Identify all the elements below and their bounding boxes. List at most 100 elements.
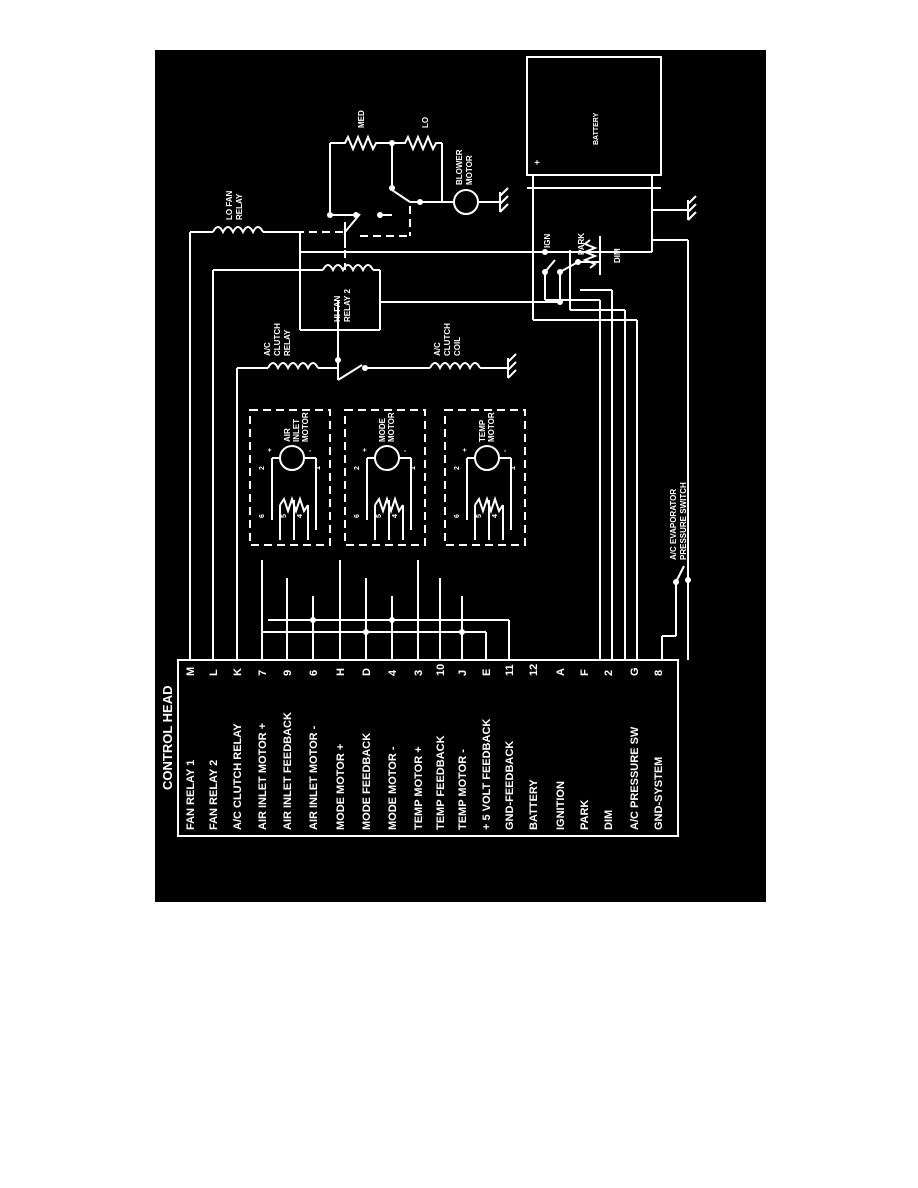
terminal-label: 4 — [392, 514, 399, 518]
terminal-label: 5 — [281, 514, 288, 518]
terminal-label: 5 — [476, 514, 483, 518]
pin-label: H — [335, 668, 347, 676]
pin-label: E — [481, 669, 493, 676]
row-label: + 5 VOLT FEEDBACK — [481, 719, 493, 830]
control-head-row: GND-SYSTEM 8 — [653, 670, 665, 830]
ac-evaporator-pressure-switch: A/C EVAPORATOR PRESSURE SWITCH — [661, 482, 691, 660]
control-head-row: A/C CLUTCH RELAY K — [232, 668, 244, 830]
control-head-row: MODE MOTOR + H — [335, 668, 347, 830]
terminal-label: - — [402, 449, 409, 452]
row-label: GND-FEEDBACK — [504, 741, 516, 830]
control-head-row: IGNITION A — [555, 668, 567, 830]
terminal-label: 1 — [510, 466, 517, 470]
row-label: FAN RELAY 1 — [185, 760, 197, 830]
terminal-label: 2 — [259, 466, 266, 470]
control-head-row: TEMP MOTOR - J — [457, 670, 469, 830]
terminal-label: - — [307, 449, 314, 452]
terminal-label: 6 — [354, 514, 361, 518]
motor-label: MODEMOTOR — [378, 412, 396, 442]
control-head-row: AIR INLET MOTOR + 7 — [257, 670, 269, 830]
row-label: A/C PRESSURE SW — [629, 726, 641, 830]
pin-label: K — [232, 668, 244, 676]
pin-label: 6 — [308, 670, 320, 676]
control-head-row: MODE MOTOR -4 — [387, 669, 399, 830]
pin-label: D — [361, 668, 373, 676]
terminal-label: + — [267, 448, 274, 452]
battery: BATTERY + — [526, 56, 662, 189]
terminal-label: - — [502, 449, 509, 452]
row-label: MODE MOTOR + — [335, 744, 347, 830]
pin-label: 4 — [387, 669, 399, 676]
terminal-label: 2 — [354, 466, 361, 470]
row-label: AIR INLET FEEDBACK — [282, 712, 294, 830]
lo-label: LO — [421, 117, 430, 128]
control-head-row: TEMP FEEDBACK 10 — [435, 664, 447, 830]
control-head-row: AIR INLET MOTOR -6 — [308, 670, 320, 830]
row-label: GND-SYSTEM — [653, 757, 665, 830]
ign-label: IGN — [543, 234, 552, 248]
motor-label: AIRINLETMOTOR — [283, 412, 310, 442]
pin-label: G — [629, 667, 641, 676]
pin-label: 12 — [528, 664, 540, 676]
terminal-label: + — [362, 448, 369, 452]
row-label: MODE FEEDBACK — [361, 733, 373, 830]
terminal-label: 2 — [454, 466, 461, 470]
park-label: PARK — [577, 233, 586, 255]
med-label: MED — [357, 110, 366, 128]
dim-label: DIM — [613, 248, 622, 263]
battery-ground — [651, 188, 697, 240]
pin-label: L — [208, 669, 220, 676]
control-head-row: GND-FEEDBACK 11 — [504, 664, 516, 830]
row-label: TEMP MOTOR + — [413, 746, 425, 830]
pin-label: 7 — [257, 670, 269, 676]
blower-circuit: MED LO BLOWER MOTOR — [327, 110, 509, 218]
actuator-feed-wires — [261, 560, 510, 660]
terminal-label: 4 — [492, 514, 499, 518]
pin-label: A — [555, 668, 567, 676]
row-label: DIM — [603, 810, 615, 830]
pin-label: 8 — [653, 670, 665, 676]
pin-label: J — [457, 670, 469, 676]
pin-label: M — [185, 667, 197, 676]
row-label: TEMP FEEDBACK — [435, 735, 447, 830]
pin-label: 3 — [413, 670, 425, 676]
temp-motor: TEMPMOTOR 2 + - 1 6 5 4 — [444, 409, 526, 546]
evap-switch-label: A/C EVAPORATOR PRESSURE SWITCH — [669, 482, 688, 560]
battery-label: BATTERY — [593, 112, 600, 145]
pin-label: 10 — [435, 664, 447, 676]
control-head-row: MODE FEEDBACK D — [361, 668, 373, 830]
pin-label: 9 — [282, 670, 294, 676]
lo-fan-relay-label: LO FAN RELAY — [225, 188, 244, 220]
row-label: IGNITION — [555, 781, 567, 830]
lo-fan-relay: LO FAN RELAY — [189, 188, 392, 660]
blower-motor-label: BLOWER MOTOR — [455, 147, 474, 185]
ac-clutch-coil-label: A/C CLUTCH COIL — [433, 321, 462, 356]
row-label: TEMP MOTOR - — [457, 749, 469, 830]
control-head-row: BATTERY 12 — [528, 664, 540, 830]
terminal-label: 6 — [259, 514, 266, 518]
row-label: AIR INLET MOTOR + — [257, 723, 269, 830]
control-head-row: FAN RELAY 2L — [208, 669, 220, 830]
motor-label: TEMPMOTOR — [478, 412, 496, 442]
terminal-label: 4 — [297, 514, 304, 518]
pin-label: 11 — [504, 664, 516, 676]
figure-id: F7517 — [716, 882, 753, 897]
control-head-row: FAN RELAY 1 M — [185, 667, 197, 830]
battery-plus: + — [532, 160, 542, 165]
terminal-label: 1 — [410, 466, 417, 470]
control-head-row: AIR INLET FEEDBACK 9 — [282, 670, 294, 830]
row-label: BATTERY — [528, 779, 540, 830]
terminal-label: 6 — [454, 514, 461, 518]
terminal-label: + — [462, 448, 469, 452]
control-head-row: + 5 VOLT FEEDBACK E — [481, 669, 493, 830]
row-label: A/C CLUTCH RELAY — [232, 723, 244, 830]
control-head-row: A/C PRESSURE SW G — [629, 667, 641, 830]
control-head-title: CONTROL HEAD — [160, 686, 175, 790]
pin-label: F — [579, 669, 591, 676]
hi-fan-relay-label: HI FAN RELAY 2 — [333, 289, 352, 322]
